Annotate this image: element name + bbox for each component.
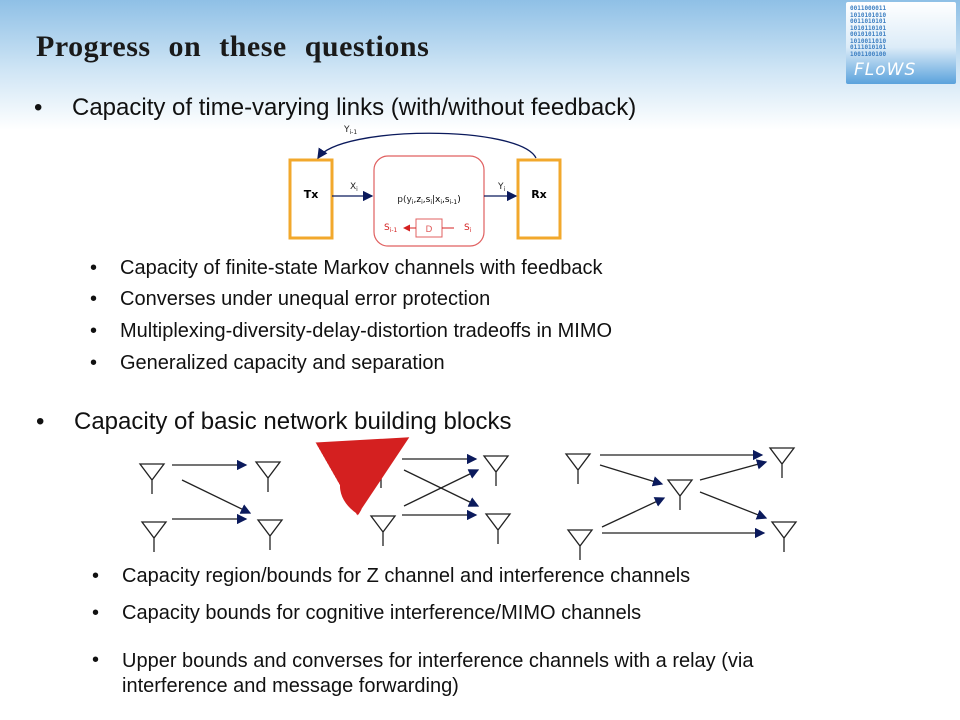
antenna-icon (254, 461, 282, 492)
antenna-icon (484, 513, 512, 544)
delay-box (415, 218, 443, 238)
rx-label: Rx (531, 188, 547, 201)
z-channel-diagram (138, 459, 284, 552)
xi-label: Xi (350, 182, 358, 193)
cognitive-link-arrow (315, 437, 410, 516)
feedback-arc (317, 132, 537, 160)
antenna-icon (666, 479, 694, 510)
feedback-label: Yi-1 (343, 125, 357, 136)
rx-box (516, 158, 562, 240)
tx-label: Tx (304, 188, 319, 201)
bullet-icon: • (90, 320, 98, 342)
bullet-icon: • (90, 288, 98, 310)
bullet-icon: • (34, 94, 43, 121)
relay-channel-diagram (564, 447, 798, 560)
channel-label: p(yi,zi,si|xi,si-1) (397, 195, 461, 206)
state-prev-label: Si-1 (384, 223, 398, 234)
tx-box (288, 158, 334, 240)
antenna-icon (138, 463, 166, 494)
antenna-icon (566, 529, 594, 560)
logo-bits: 0011000011 1010101010 0011010101 1010110… (850, 5, 887, 58)
antenna-icon (140, 521, 168, 552)
cognitive-channel-diagram (367, 453, 512, 546)
yi-label: Yi (497, 182, 506, 193)
logo-text: FLoWS (854, 60, 917, 80)
antenna-icon (564, 453, 592, 484)
bullet-icon: • (92, 649, 100, 671)
delay-label: D (426, 225, 433, 235)
bullet-icon: • (90, 352, 98, 374)
antenna-icon (770, 521, 798, 552)
bullet-icon: • (92, 602, 100, 624)
channel-box (373, 155, 485, 247)
bullet-icon: • (36, 408, 45, 435)
bullet-icon: • (92, 565, 100, 587)
antenna-icon (256, 519, 284, 550)
bullet-icon: • (90, 257, 98, 279)
state-label: Si (464, 223, 472, 234)
flows-logo: 0011000011 1010101010 0011010101 1010110… (846, 2, 956, 84)
antenna-icon (367, 457, 395, 488)
slide-title: Progress on these questions (36, 30, 430, 63)
antenna-icon (369, 515, 397, 546)
antenna-icon (768, 447, 796, 478)
antenna-icon (482, 455, 510, 486)
